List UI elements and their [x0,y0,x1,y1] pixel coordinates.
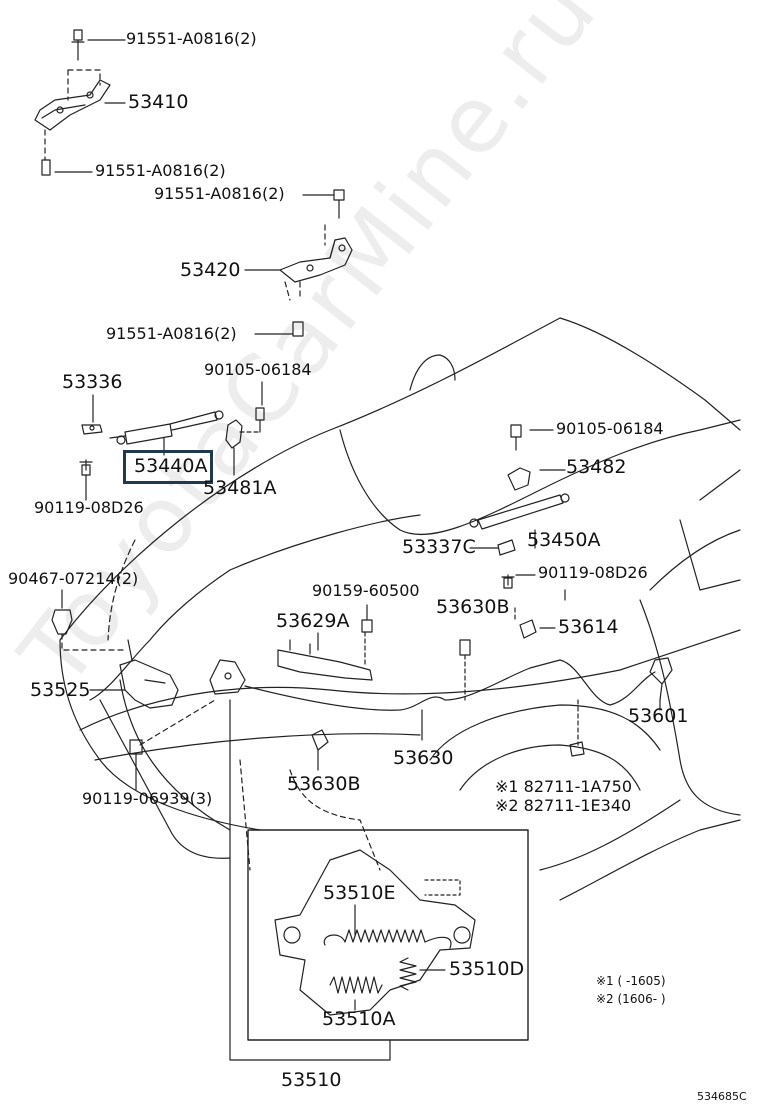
label-53614: 53614 [558,616,619,638]
label-53336: 53336 [62,371,123,393]
label-53450A: 53450A [527,529,601,551]
label-90105-right: 90105-06184 [556,419,664,438]
label-53510: 53510 [281,1069,342,1091]
hinge-53410 [34,29,126,176]
label-91551-mid: 91551-A0816(2) [95,161,226,180]
label-53629A: 53629A [276,610,350,632]
hood-support-right [469,424,570,589]
label-53525: 53525 [30,679,91,701]
note-2: ※2 (1606- ) [596,992,666,1006]
highlight-53440A [123,450,213,484]
label-90159: 90159-60500 [312,581,420,600]
hood-outline [59,317,741,901]
label-90105-left: 90105-06184 [204,360,312,379]
label-90467: 90467-07214(2) [8,569,139,588]
label-90119-right: 90119-08D26 [538,563,648,582]
diagram-code: 534685C [697,1090,747,1103]
label-53482: 53482 [566,456,627,478]
label-53481A: 53481A [203,477,277,499]
label-53630B-bottom: 53630B [287,773,361,795]
label-53410: 53410 [128,91,189,113]
label-91551-b: 91551-A0816(2) [154,184,285,203]
hood-lock-and-cable [209,619,673,1061]
label-53601: 53601 [628,705,689,727]
lock-detail-inset [247,829,529,1041]
label-53510D: 53510D [449,958,525,980]
label-91551-c: 91551-A0816(2) [106,324,237,343]
bracket-53525 [51,589,216,791]
label-53440A: 53440A [134,455,208,477]
label-53510A: 53510A [322,1008,396,1030]
label-90119-left: 90119-08D26 [34,498,144,517]
note-1: ※1 ( -1605) [596,974,666,988]
hinge-53420 [244,189,353,337]
label-53630: 53630 [393,747,454,769]
label-53337C: 53337C [402,536,476,558]
label-91551-top: 91551-A0816(2) [126,29,257,48]
label-53630B-top: 53630B [436,596,510,618]
hood-support-left [79,381,265,501]
label-53510E: 53510E [323,882,396,904]
label-82711-1: ※1 82711-1A750 [495,777,633,796]
label-53420: 53420 [180,259,241,281]
label-82711-2: ※2 82711-1E340 [495,796,632,815]
cable-holder-53629A [277,604,373,681]
label-90119-06939: 90119-06939(3) [82,789,213,808]
leaders-misc [514,589,661,711]
